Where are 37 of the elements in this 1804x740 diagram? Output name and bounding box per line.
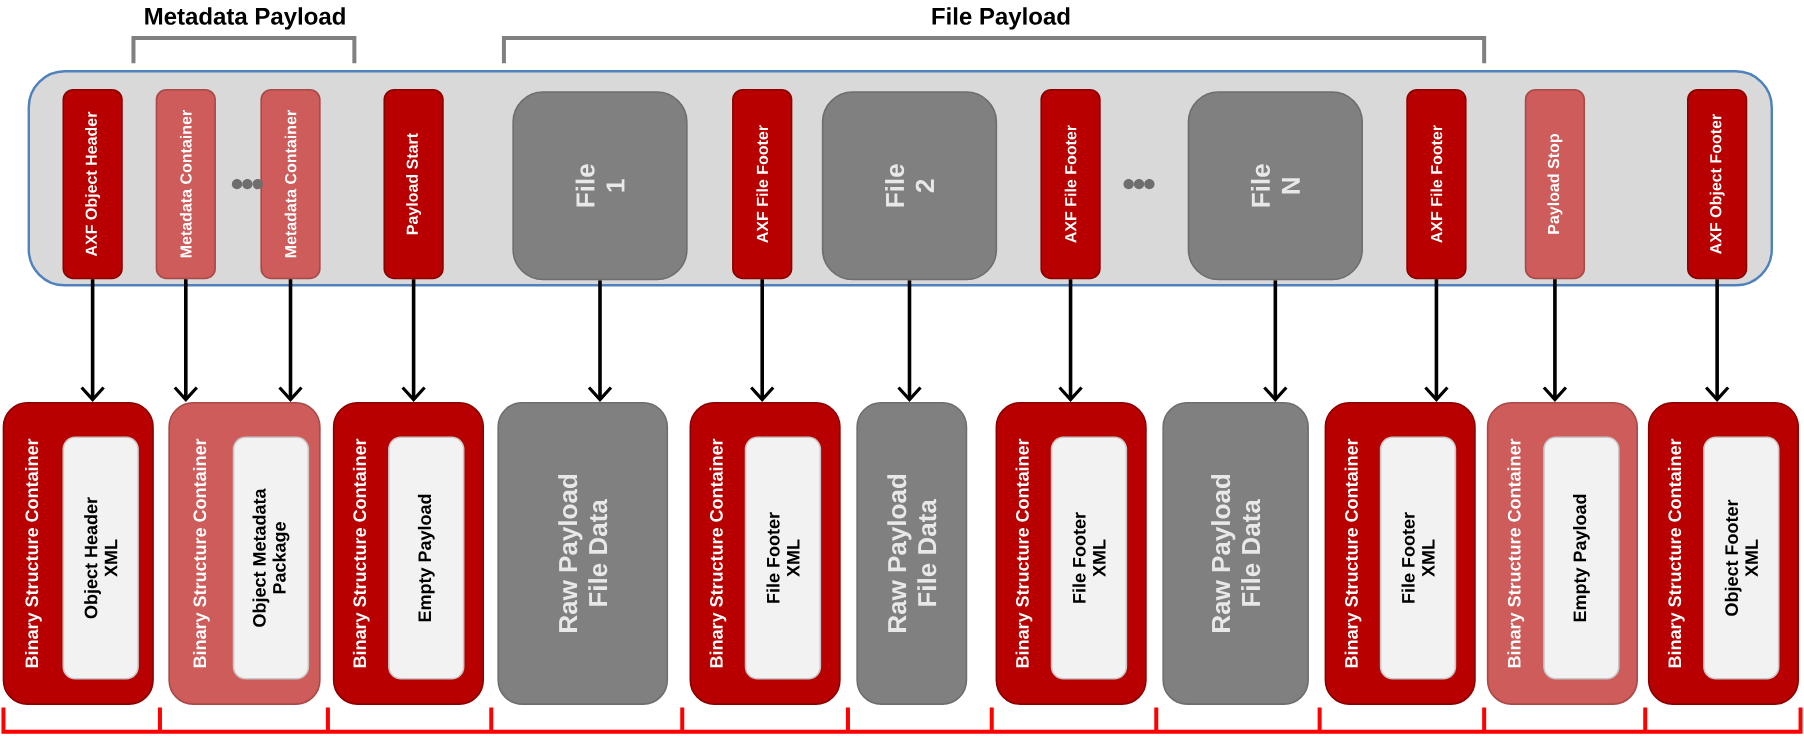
arrow: [401, 279, 426, 402]
field-block: Payload Start: [383, 88, 444, 280]
content-box: Empty Payload: [388, 436, 465, 680]
section-title: File Payload: [932, 7, 1070, 30]
content-box: File Footer XML: [744, 436, 822, 680]
field-block: AXF File Footer: [1040, 88, 1101, 280]
arrow: [1058, 279, 1083, 402]
arrow: [278, 279, 303, 402]
arrow: [80, 279, 105, 402]
content-box: Object Footer XML: [1703, 436, 1780, 680]
section-title: Metadata Payload: [145, 7, 345, 30]
content-box: File Footer XML: [1050, 436, 1128, 680]
field-block: Metadata Container: [260, 88, 321, 280]
field-block: AXF File Footer: [732, 88, 793, 280]
data-block: Raw Payload File Data: [856, 401, 968, 705]
data-block: Raw Payload File Data: [1162, 401, 1309, 705]
arrow: [587, 280, 613, 402]
arrow: [1424, 279, 1449, 402]
content-box: File Footer XML: [1379, 436, 1457, 680]
arrow: [1263, 280, 1288, 402]
arrow: [173, 279, 198, 402]
content-box: Object Metadata Package: [232, 436, 310, 680]
file-block: File 1: [512, 91, 688, 281]
field-block: AXF Object Header: [62, 88, 123, 280]
content-box: Empty Payload: [1543, 436, 1620, 680]
arrow: [897, 280, 922, 402]
arrow: [1542, 279, 1568, 402]
field-block: Payload Stop: [1524, 88, 1586, 280]
arrow: [750, 279, 775, 402]
field-block: AXF Object Footer: [1687, 88, 1748, 280]
data-block: Raw Payload File Data: [497, 401, 669, 705]
arrow: [1704, 279, 1730, 402]
field-block: AXF File Footer: [1406, 88, 1467, 280]
file-block: File 2: [821, 91, 998, 281]
field-block: Metadata Container: [155, 88, 216, 280]
file-block: File N: [1187, 91, 1363, 281]
content-box: Object Header XML: [62, 436, 139, 680]
